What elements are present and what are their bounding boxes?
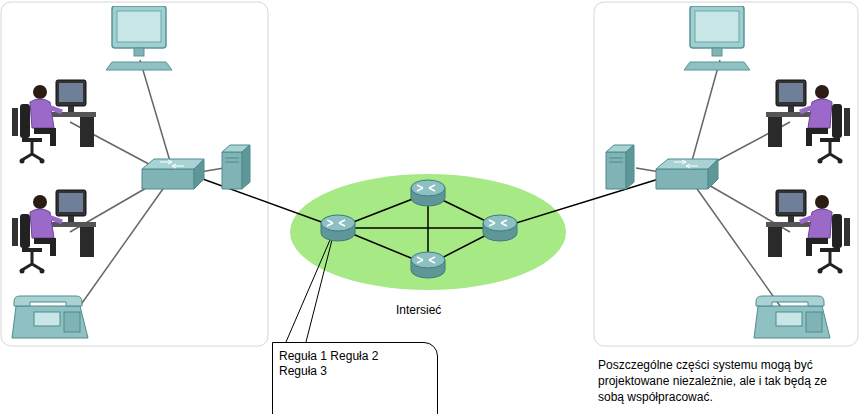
switch-icon xyxy=(656,159,718,189)
rules-text: Reguła 1 Reguła 2 Reguła 3 xyxy=(279,349,391,379)
server-icon xyxy=(606,145,634,189)
note-text: Poszczególne części systemu mogą być pro… xyxy=(598,357,856,405)
workstation-icon xyxy=(684,6,750,70)
user-at-pc-icon xyxy=(12,190,96,274)
user-at-pc-icon xyxy=(766,80,850,164)
leader-line xyxy=(286,240,332,342)
user-at-pc-icon xyxy=(766,190,850,274)
network-label: Intersieć xyxy=(396,302,441,318)
router-icon xyxy=(411,252,445,278)
site-panel xyxy=(594,2,858,346)
switch-icon xyxy=(142,159,204,189)
cable xyxy=(70,60,790,320)
router-icon xyxy=(483,215,517,241)
router-icon xyxy=(411,180,445,206)
rules-callout: Reguła 1 Reguła 2 Reguła 3 xyxy=(272,342,438,414)
ip-phone-icon xyxy=(12,296,88,338)
router-icon xyxy=(321,215,355,241)
user-at-pc-icon xyxy=(12,80,96,164)
server-icon xyxy=(222,145,250,189)
site-panel xyxy=(1,2,268,346)
workstation-icon xyxy=(106,6,172,70)
internetwork-area xyxy=(290,174,566,290)
cable xyxy=(200,178,662,228)
ip-phone-icon xyxy=(754,296,830,338)
